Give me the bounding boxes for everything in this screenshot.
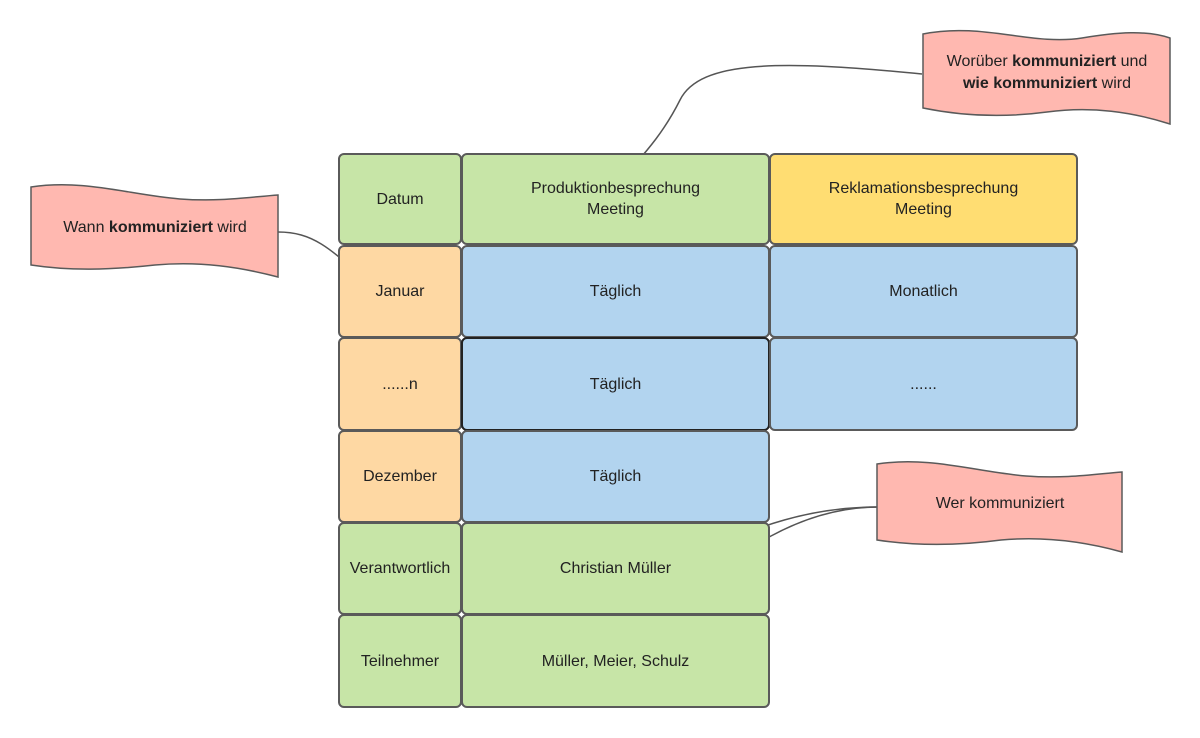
row-label-text: Teilnehmer <box>360 652 440 670</box>
row-label-text: Januar <box>375 283 425 300</box>
cell-januar-produktion: Täglich <box>461 245 770 338</box>
cell-n-reklamation: ...... <box>769 337 1078 431</box>
row-label-text: ......n <box>382 375 418 393</box>
callout-wer-text: Wer kommuniziert <box>935 495 1065 512</box>
header-datum: Datum <box>338 153 462 245</box>
row-label-n: ......n <box>338 337 462 431</box>
header-reklamation: Reklamationsbesprechung Meeting <box>769 153 1078 245</box>
callout-worueber: Worüber kommuniziert und wie kommunizier… <box>922 28 1172 126</box>
header-reklamation-line2: Meeting <box>895 201 952 218</box>
cell-januar-reklamation: Monatlich <box>769 245 1078 338</box>
header-reklamation-line1: Reklamationsbesprechung <box>828 180 1019 197</box>
callout-worueber-shape <box>922 29 1171 126</box>
cell-teilnehmer-value: Müller, Meier, Schulz <box>461 614 770 708</box>
cell-value: ...... <box>910 375 937 393</box>
row-label-verantwortlich: Verantwortlich <box>338 522 462 615</box>
row-label-januar: Januar <box>338 245 462 338</box>
cell-dezember-produktion: Täglich <box>461 430 770 523</box>
cell-value: Täglich <box>589 375 642 393</box>
callout-wann-text: Wann kommuniziert wird <box>63 219 247 236</box>
cell-value: Monatlich <box>889 283 958 300</box>
row-label-teilnehmer: Teilnehmer <box>338 614 462 708</box>
cell-value: Christian Müller <box>559 560 672 577</box>
header-datum-label: Datum <box>376 190 424 208</box>
header-produktion: Produktionbesprechung Meeting <box>461 153 770 245</box>
callout-wann: Wann kommuniziert wird <box>30 183 280 279</box>
callout-worueber-text: Worüber kommuniziert und wie kommunizier… <box>946 53 1148 92</box>
cell-n-produktion: Täglich <box>461 337 770 431</box>
cell-value: Täglich <box>589 283 642 300</box>
callout-wer: Wer kommuniziert <box>876 460 1124 554</box>
cell-value: Täglich <box>589 468 642 485</box>
callout-wann-shape <box>30 184 279 278</box>
row-label-dezember: Dezember <box>338 430 462 523</box>
arrow-worueber-to-produktion <box>626 64 923 174</box>
header-produktion-line2: Meeting <box>587 201 644 218</box>
cell-verantwortlich-value: Christian Müller <box>461 522 770 615</box>
row-label-text: Verantwortlich <box>349 560 451 577</box>
header-produktion-line1: Produktionbesprechung <box>530 180 700 197</box>
row-label-text: Dezember <box>363 468 437 485</box>
cell-value: Müller, Meier, Schulz <box>541 652 690 670</box>
callout-wer-shape <box>876 461 1123 553</box>
